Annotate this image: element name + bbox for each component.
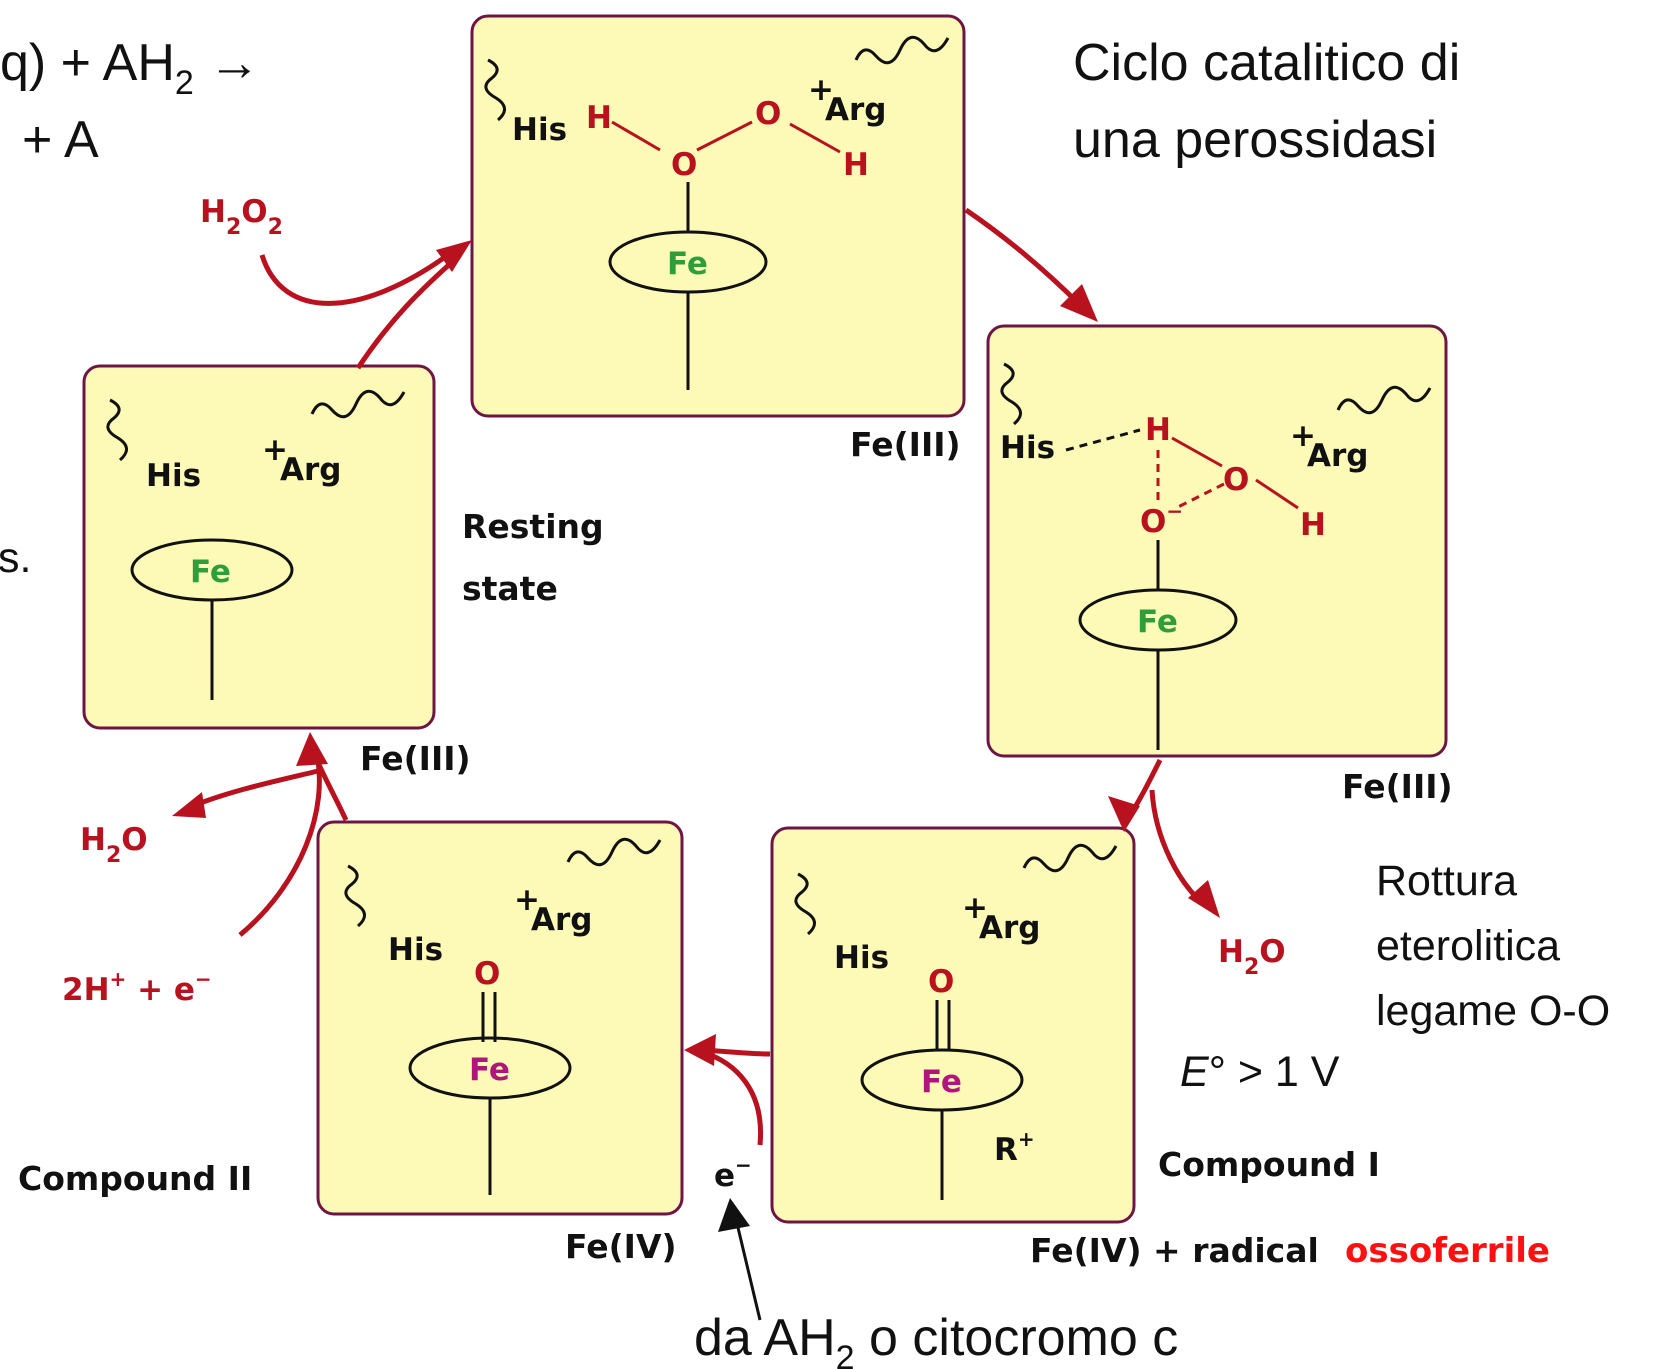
o-atom-distal: O — [755, 96, 781, 132]
arrow-head — [296, 732, 328, 766]
arg-charge: + — [262, 432, 288, 468]
arrow-h2o-out-left — [187, 767, 323, 811]
rottura-line-1: Rottura — [1376, 857, 1517, 905]
his-squiggle — [484, 58, 506, 122]
arg-charge: + — [514, 882, 540, 918]
electron-source-label: da AH2 o citocromo c — [694, 1309, 1178, 1369]
arrow-resting-to-peroxide — [355, 253, 462, 370]
title-line-1: Ciclo catalitico di — [1073, 34, 1460, 92]
radical-label: R+ — [994, 1127, 1035, 1168]
his-label: His — [388, 932, 443, 968]
potential-label: E° > 1 V — [1180, 1048, 1340, 1096]
arrow-head — [1108, 796, 1140, 832]
rottura-line-3: legame O-O — [1376, 987, 1610, 1035]
right-oxidation-state: Fe(III) — [1342, 767, 1453, 806]
arrow-peroxide-to-cleavage — [964, 207, 1082, 307]
o-atom-proximal: O — [671, 147, 697, 183]
rottura-line-2: eterolitica — [1376, 922, 1560, 970]
equation-line-2: + A — [22, 111, 99, 169]
o-atom-distal: O — [1223, 462, 1249, 498]
h2o2-label: H2O2 — [200, 194, 283, 240]
his-squiggle — [344, 864, 366, 928]
arrow-source-to-electron — [733, 1214, 762, 1321]
arg-squiggle — [566, 837, 662, 867]
oxo-atom: O — [928, 964, 954, 1000]
arrow-h2o2-in — [259, 249, 454, 306]
arg-charge: + — [1290, 418, 1316, 454]
arrow-head — [684, 1034, 716, 1066]
his-label: His — [512, 112, 567, 148]
electron-label: e− — [714, 1153, 752, 1194]
resting-state-label-2: state — [462, 569, 558, 608]
arg-charge: + — [962, 890, 988, 926]
his-squiggle — [1000, 362, 1022, 426]
h2o-left-label: H2O — [80, 822, 148, 868]
arrow-h2o-out-right — [1149, 789, 1207, 907]
his-squiggle — [106, 398, 128, 462]
state-box-resting: His + Arg Fe — [82, 364, 436, 730]
fe-atom: Fe — [921, 1064, 962, 1100]
arg-label: Arg — [280, 452, 341, 488]
compound-1-oxidation-state: Fe(IV) + radical — [1030, 1231, 1319, 1270]
o-minus-atom: O− — [1140, 499, 1183, 540]
compound-2-oxidation-state: Fe(IV) — [565, 1227, 677, 1266]
arrow-head — [718, 1198, 750, 1232]
h-atom-right: H — [1300, 507, 1326, 543]
arg-label: Arg — [979, 910, 1040, 946]
compound-1-label: Compound I — [1158, 1145, 1380, 1184]
h-atom-left: H — [586, 100, 612, 136]
fe-atom: Fe — [469, 1052, 510, 1088]
state-box-compound-2: His + Arg O Fe — [316, 820, 684, 1216]
equation-line-1: q) + AH2 → — [0, 34, 260, 102]
fe-atom: Fe — [190, 554, 231, 590]
state-box-oo-cleavage: His H O O− H + Arg Fe — [986, 324, 1448, 758]
state-box-compound-1: His + Arg O Fe R+ — [770, 826, 1136, 1224]
h2o-right-label: H2O — [1218, 934, 1286, 980]
arg-label: Arg — [825, 92, 886, 128]
title-line-2: una perossidasi — [1073, 111, 1437, 169]
resting-state-label-1: Resting — [462, 507, 604, 546]
arg-squiggle — [1022, 843, 1118, 873]
arg-label: Arg — [1307, 438, 1368, 474]
his-label: His — [146, 458, 201, 494]
arrow-head — [1060, 284, 1098, 322]
protons-electron-label: 2H+ + e− — [62, 967, 212, 1008]
top-oxidation-state: Fe(III) — [850, 425, 961, 464]
fe-atom: Fe — [1137, 604, 1178, 640]
arg-label: Arg — [531, 902, 592, 938]
arrow-head — [1188, 880, 1220, 918]
his-label: His — [1000, 430, 1055, 466]
resting-oxidation-state: Fe(III) — [360, 739, 471, 778]
his-label: His — [834, 940, 889, 976]
state-box-peroxide-bound: His + Arg H O O H Fe — [470, 14, 966, 418]
compound-2-label: Compound II — [18, 1159, 252, 1198]
arrow-head — [436, 240, 472, 272]
arg-squiggle — [854, 35, 950, 65]
arg-charge: + — [808, 72, 834, 108]
ossoferrile-label: ossoferrile — [1345, 1231, 1550, 1271]
arrow-head — [172, 792, 206, 818]
h-atom-right: H — [843, 147, 869, 183]
arg-squiggle — [1336, 385, 1432, 415]
fe-atom: Fe — [667, 246, 708, 282]
h-atom-bridge: H — [1145, 412, 1171, 448]
his-squiggle — [794, 872, 816, 936]
side-fragment: s. — [0, 534, 31, 582]
arg-squiggle — [310, 389, 406, 419]
oxo-atom: O — [474, 956, 500, 992]
arrow-electron-in — [701, 1049, 764, 1146]
